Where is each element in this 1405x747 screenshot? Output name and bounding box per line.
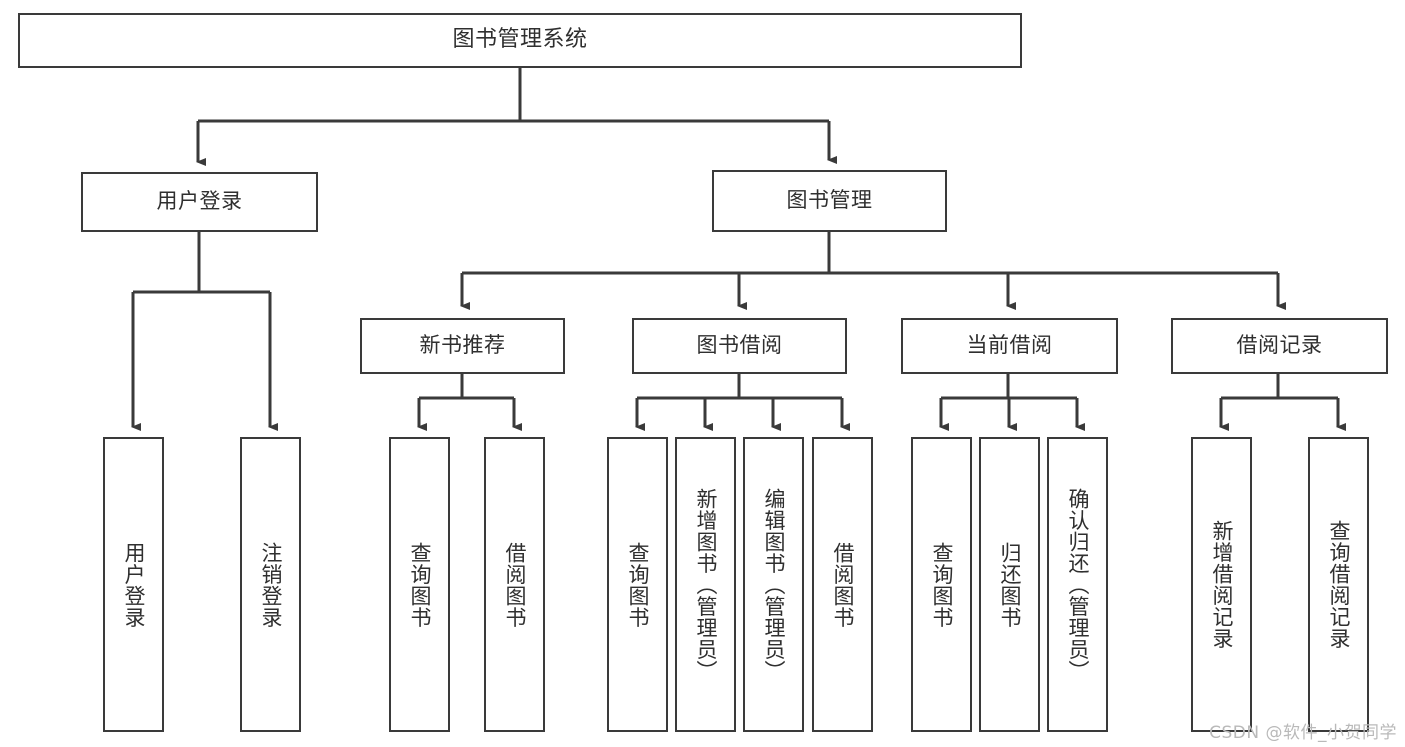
node-borrow-record[interactable]: 借阅记录 <box>1171 318 1388 374</box>
node-label: 用户登录 <box>121 541 146 628</box>
node-user-login[interactable]: 用户登录 <box>81 172 318 232</box>
node-book-management[interactable]: 图书管理 <box>712 170 947 232</box>
node-label: 借阅图书 <box>830 541 855 628</box>
node-new-book-recommend[interactable]: 新书推荐 <box>360 318 565 374</box>
node-label: 图书管理系统 <box>452 27 588 53</box>
node-label: 用户登录 <box>156 189 243 214</box>
node-label: 借阅记录 <box>1236 333 1323 358</box>
node-label: 图书借阅 <box>696 333 783 358</box>
node-label: 新增图书（管理员） <box>693 487 718 682</box>
node-current-borrow[interactable]: 当前借阅 <box>901 318 1118 374</box>
node-label: 查询图书 <box>625 541 650 628</box>
node-label: 新增借阅记录 <box>1209 520 1234 649</box>
node-label: 查询图书 <box>929 541 954 628</box>
node-label: 新书推荐 <box>419 333 506 358</box>
leaf-confirm-return-admin[interactable]: 确认归还（管理员） <box>1047 437 1108 732</box>
node-label: 借阅图书 <box>502 541 527 628</box>
node-label: 归还图书 <box>997 541 1022 628</box>
leaf-query-book-newbook[interactable]: 查询图书 <box>389 437 450 732</box>
node-label: 图书管理 <box>786 188 873 213</box>
node-root-book-management-system[interactable]: 图书管理系统 <box>18 13 1022 68</box>
leaf-add-borrow-record[interactable]: 新增借阅记录 <box>1191 437 1252 732</box>
node-label: 注销登录 <box>258 541 283 628</box>
node-label: 查询图书 <box>407 541 432 628</box>
leaf-add-book-admin[interactable]: 新增图书（管理员） <box>675 437 736 732</box>
node-label: 当前借阅 <box>966 333 1053 358</box>
node-label: 确认归还（管理员） <box>1065 487 1090 682</box>
leaf-borrow-book-newbook[interactable]: 借阅图书 <box>484 437 545 732</box>
leaf-query-book-borrow[interactable]: 查询图书 <box>607 437 668 732</box>
node-label: 编辑图书（管理员） <box>761 487 786 682</box>
node-label: 查询借阅记录 <box>1326 520 1351 649</box>
leaf-query-book-current[interactable]: 查询图书 <box>911 437 972 732</box>
leaf-user-login[interactable]: 用户登录 <box>103 437 164 732</box>
leaf-logout[interactable]: 注销登录 <box>240 437 301 732</box>
node-book-borrow[interactable]: 图书借阅 <box>632 318 847 374</box>
leaf-borrow-book[interactable]: 借阅图书 <box>812 437 873 732</box>
leaf-edit-book-admin[interactable]: 编辑图书（管理员） <box>743 437 804 732</box>
csdn-watermark: CSDN @软件_小贺同学 <box>1209 723 1397 743</box>
leaf-query-borrow-record[interactable]: 查询借阅记录 <box>1308 437 1369 732</box>
leaf-return-book[interactable]: 归还图书 <box>979 437 1040 732</box>
